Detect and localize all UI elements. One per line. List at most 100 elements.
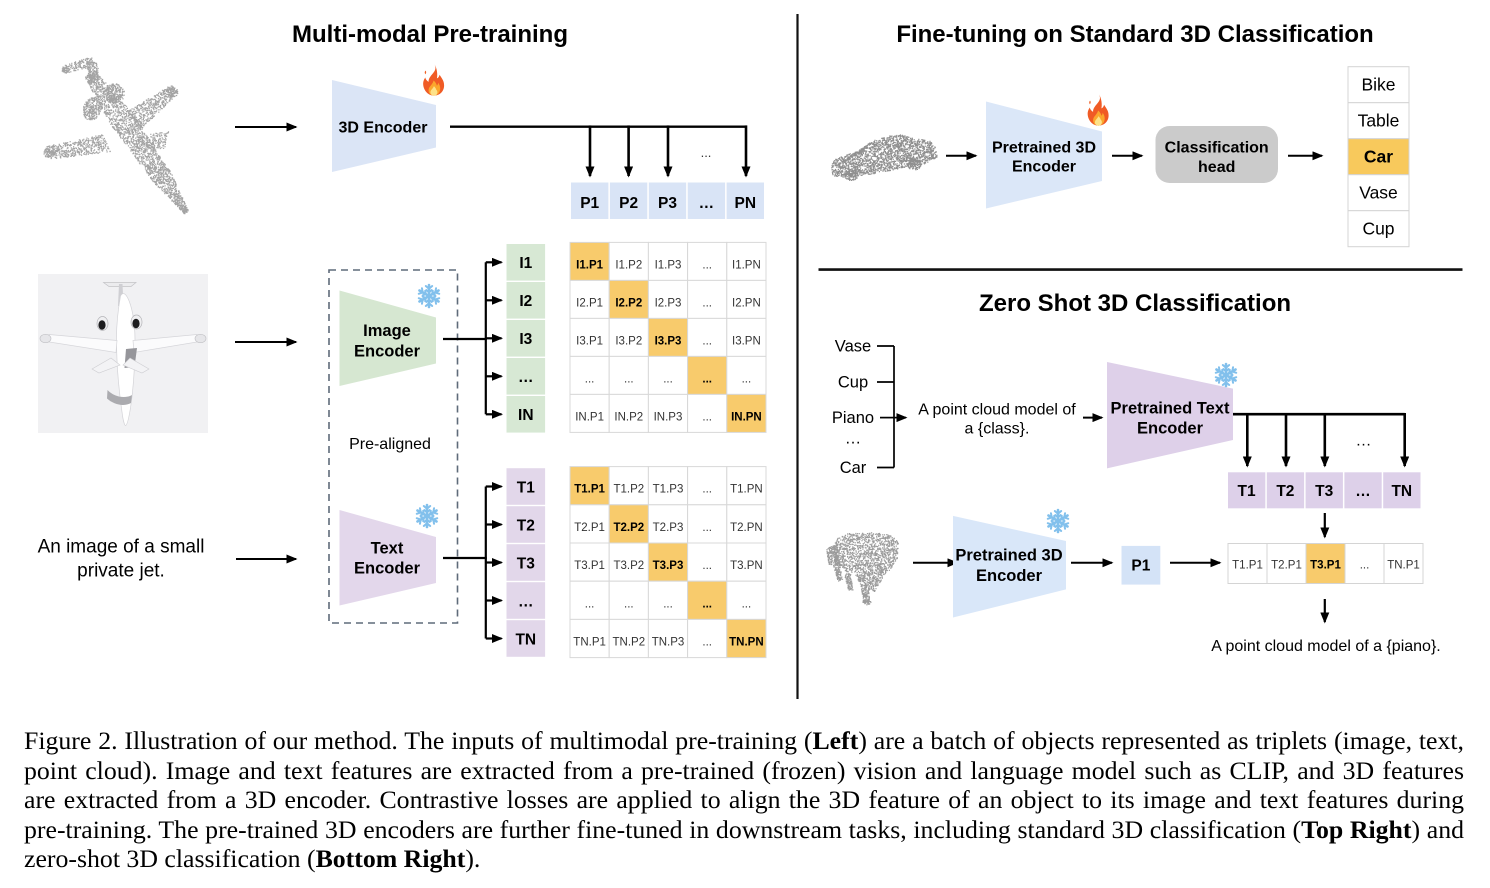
svg-text:...: ... [663, 598, 673, 610]
svg-text:Text: Text [371, 540, 404, 558]
svg-text:T3.PN: T3.PN [730, 560, 763, 572]
svg-text:Fine-tuning on Standard 3D Cla: Fine-tuning on Standard 3D Classificatio… [896, 21, 1373, 48]
svg-text:T1.PN: T1.PN [730, 484, 763, 496]
svg-text:...: ... [702, 484, 712, 496]
svg-text:T1: T1 [1238, 483, 1256, 500]
svg-text:I1: I1 [519, 255, 532, 272]
svg-text:Encoder: Encoder [354, 343, 421, 361]
svg-text:T2.PN: T2.PN [730, 522, 763, 534]
svg-text:T2.P1: T2.P1 [574, 522, 605, 534]
svg-text:T2: T2 [517, 517, 535, 534]
svg-text:Vase: Vase [1359, 183, 1398, 203]
svg-text:Piano: Piano [832, 409, 874, 427]
svg-text:Encoder: Encoder [976, 567, 1043, 585]
svg-text:3D Encoder: 3D Encoder [339, 120, 428, 137]
svg-text:TN: TN [515, 631, 536, 648]
svg-text:TN.PN: TN.PN [729, 637, 764, 649]
svg-text:T1.P1: T1.P1 [1232, 560, 1263, 572]
svg-text:T3: T3 [517, 555, 535, 572]
svg-text:...: ... [585, 373, 595, 385]
svg-text:Car: Car [1364, 147, 1393, 167]
svg-text:I1.PN: I1.PN [732, 259, 761, 271]
svg-text:Encoder: Encoder [1137, 420, 1204, 438]
svg-text:Cup: Cup [838, 374, 868, 392]
svg-text:…: … [845, 430, 862, 448]
svg-text:...: ... [702, 522, 712, 534]
svg-text:I3.PN: I3.PN [732, 335, 761, 347]
svg-text:Cup: Cup [1362, 219, 1394, 239]
svg-text:T2.P1: T2.P1 [1271, 560, 1302, 572]
svg-text:...: ... [624, 373, 634, 385]
svg-text:T1: T1 [517, 479, 535, 496]
svg-text:TN: TN [1391, 483, 1412, 500]
svg-text:Classification: Classification [1165, 140, 1269, 157]
svg-text:T1.P2: T1.P2 [613, 484, 644, 496]
svg-text:T3.P3: T3.P3 [653, 560, 684, 572]
svg-text:TN.P3: TN.P3 [652, 637, 685, 649]
svg-text:I2: I2 [519, 293, 532, 310]
svg-text:IN.PN: IN.PN [731, 411, 762, 423]
svg-text:IN: IN [518, 407, 534, 424]
svg-text:P1: P1 [580, 195, 599, 212]
svg-text:T1.P3: T1.P3 [653, 484, 684, 496]
svg-text:…: … [518, 593, 534, 610]
svg-text:...: ... [624, 598, 634, 610]
svg-text:…: … [518, 369, 534, 386]
svg-text:I2.P1: I2.P1 [576, 297, 603, 309]
svg-text:…: … [1356, 433, 1372, 450]
svg-text:...: ... [702, 598, 712, 610]
svg-text:I2.P3: I2.P3 [655, 297, 682, 309]
svg-text:P2: P2 [619, 195, 638, 212]
svg-text:Bike: Bike [1361, 75, 1395, 95]
svg-text:IN.P1: IN.P1 [575, 411, 604, 423]
svg-text:...: ... [702, 411, 712, 423]
svg-text:Pretrained 3D: Pretrained 3D [992, 140, 1096, 157]
svg-text:T3: T3 [1315, 483, 1333, 500]
svg-text:IN.P2: IN.P2 [614, 411, 643, 423]
svg-text:…: … [1355, 483, 1371, 500]
svg-text:...: ... [701, 145, 712, 160]
svg-text:T3.P1: T3.P1 [574, 560, 605, 572]
svg-text:TN.P1: TN.P1 [573, 637, 606, 649]
svg-text:I1.P1: I1.P1 [576, 259, 603, 271]
svg-text:IN.P3: IN.P3 [654, 411, 683, 423]
svg-text:...: ... [702, 637, 712, 649]
svg-text:Vase: Vase [835, 338, 871, 356]
svg-text:...: ... [702, 297, 712, 309]
svg-text:A point cloud model of: A point cloud model of [918, 402, 1076, 419]
svg-text:Encoder: Encoder [1012, 159, 1076, 176]
svg-text:I1.P3: I1.P3 [655, 259, 682, 271]
svg-text:Pretrained Text: Pretrained Text [1111, 400, 1230, 418]
svg-text:...: ... [1360, 560, 1370, 572]
svg-text:T2.P2: T2.P2 [613, 522, 644, 534]
svg-text:An image of a small: An image of a small [38, 537, 205, 558]
svg-text:I3: I3 [519, 331, 532, 348]
svg-text:Zero Shot 3D Classification: Zero Shot 3D Classification [979, 290, 1291, 317]
svg-text:...: ... [742, 598, 752, 610]
svg-text:T1.P1: T1.P1 [574, 484, 605, 496]
svg-text:...: ... [702, 259, 712, 271]
svg-text:I2.P2: I2.P2 [615, 297, 642, 309]
svg-text:...: ... [663, 373, 673, 385]
svg-text:a {class}.: a {class}. [965, 421, 1030, 438]
svg-text:Encoder: Encoder [354, 560, 421, 578]
svg-text:I3.P3: I3.P3 [655, 335, 682, 347]
svg-text:...: ... [702, 335, 712, 347]
svg-text:Pre-aligned: Pre-aligned [349, 436, 431, 453]
svg-text:I3.P2: I3.P2 [615, 335, 642, 347]
svg-text:Multi-modal Pre-training: Multi-modal Pre-training [292, 21, 568, 48]
svg-text:A point cloud model of a {pian: A point cloud model of a {piano}. [1211, 638, 1441, 655]
svg-text:PN: PN [735, 195, 757, 212]
svg-text:…: … [699, 195, 715, 212]
svg-text:Image: Image [363, 322, 411, 340]
svg-text:Car: Car [840, 459, 867, 477]
svg-text:I3.P1: I3.P1 [576, 335, 603, 347]
svg-text:I1.P2: I1.P2 [615, 259, 642, 271]
svg-text:private jet.: private jet. [77, 561, 165, 582]
svg-text:T2.P3: T2.P3 [653, 522, 684, 534]
svg-text:Table: Table [1358, 111, 1400, 131]
svg-text:P3: P3 [658, 195, 677, 212]
svg-text:...: ... [742, 373, 752, 385]
svg-text:...: ... [585, 598, 595, 610]
svg-text:I2.PN: I2.PN [732, 297, 761, 309]
